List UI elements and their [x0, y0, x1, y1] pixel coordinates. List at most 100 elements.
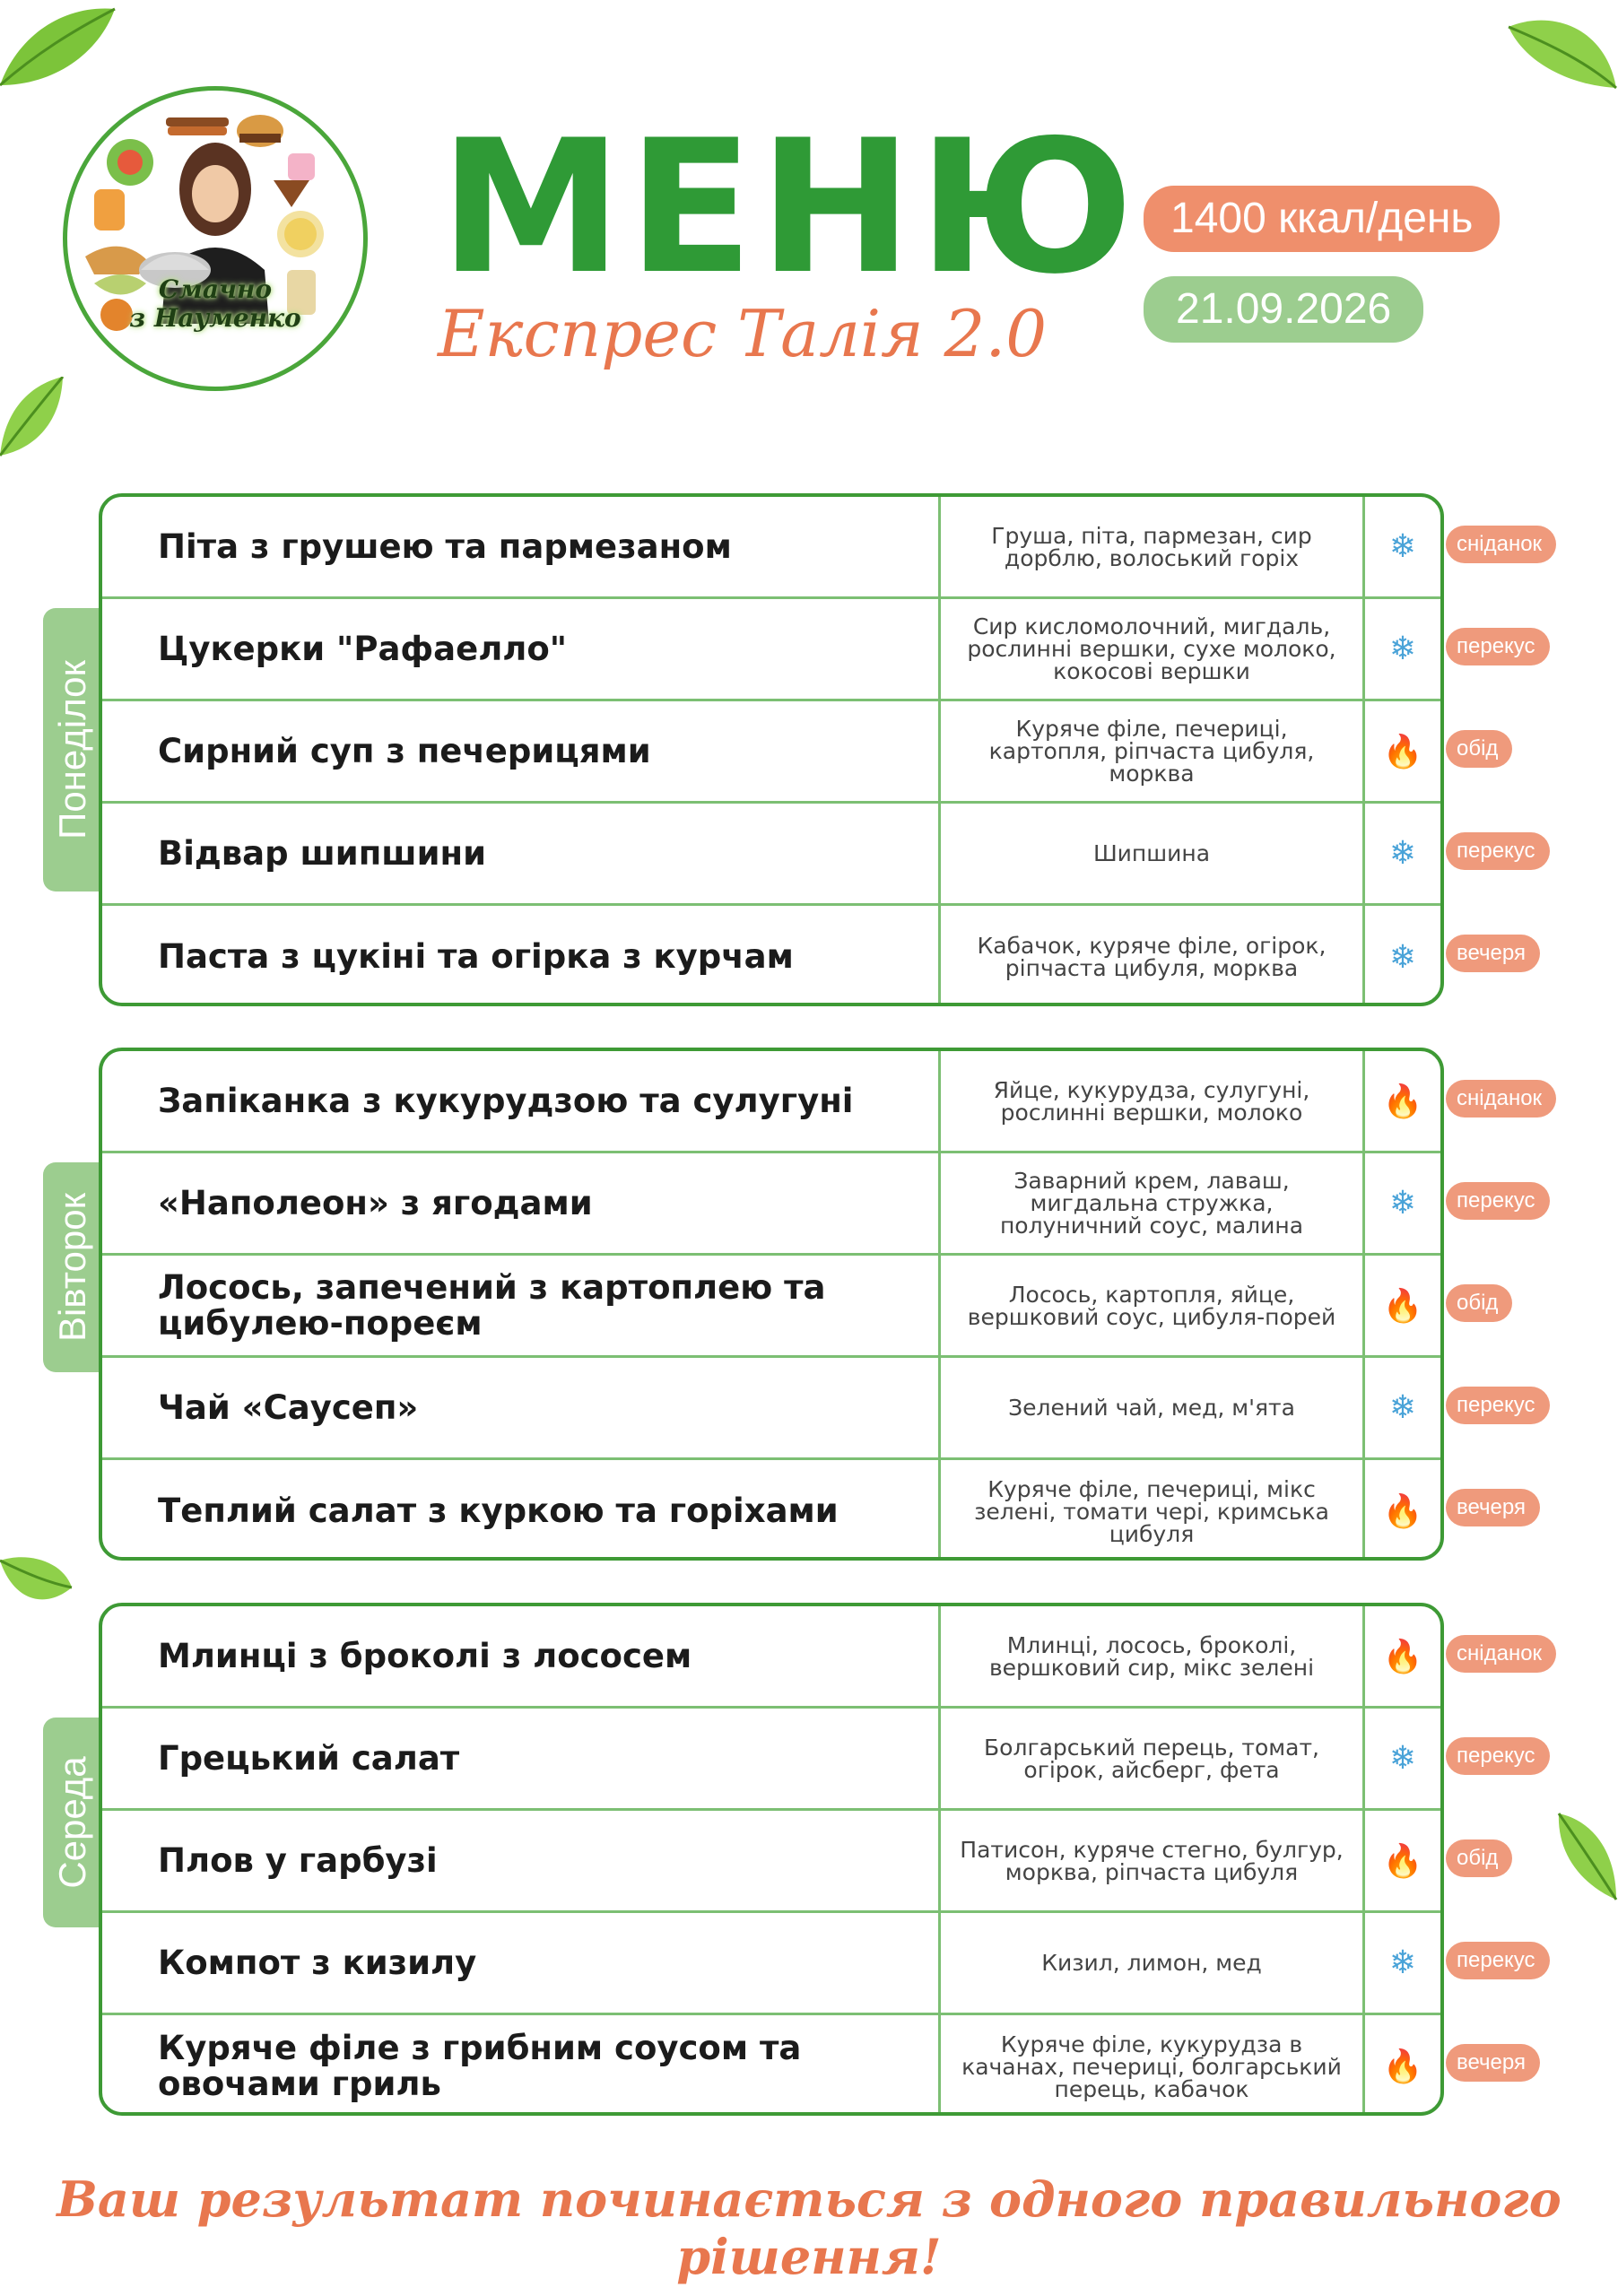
meal-badge: перекус: [1446, 1942, 1550, 1979]
menu-row: Цукерки "Рафаелло" Сир кисломолочний, миг…: [102, 599, 1440, 701]
fire-icon: 🔥: [1382, 1493, 1423, 1530]
page-subtitle: Експрес Талія 2.0: [438, 296, 1048, 371]
logo: Смачно з Науменко: [63, 86, 368, 391]
logo-illustration: [85, 115, 324, 331]
dish-name: Піта з грушею та пармезаном: [158, 526, 732, 566]
dish-name: Цукерки "Рафаелло": [158, 629, 568, 668]
meal-badge: обід: [1446, 730, 1513, 768]
menu-row: Лосось, запечений з картоплею та цибулею…: [102, 1256, 1440, 1358]
meal-badge: перекус: [1446, 832, 1550, 870]
snowflake-icon: ❄: [1388, 528, 1417, 565]
meal-badge: сніданок: [1446, 1080, 1557, 1118]
menu-row: Куряче філе з грибним соусом та овочами …: [102, 2015, 1440, 2112]
dish-name: Компот з кизилу: [158, 1943, 477, 1982]
menu-row: Чай «Саусеп»Зелений чай, мед, м'ята❄: [102, 1358, 1440, 1460]
logo-text: Смачно з Науменко: [67, 275, 363, 333]
dish-ingredients: Кабачок, куряче філе, огірок, ріпчаста ц…: [938, 906, 1365, 1003]
snowflake-icon: ❄: [1388, 835, 1417, 872]
menu-row: Піта з грушею та пармезаном Груша, піта, …: [102, 497, 1440, 599]
snowflake-icon: ❄: [1388, 938, 1417, 976]
fire-icon: 🔥: [1382, 1842, 1423, 1880]
dish-name: Відвар шипшини: [158, 833, 487, 873]
dish-ingredients: Заварний крем, лаваш, мигдальна стружка,…: [938, 1153, 1365, 1253]
dish-ingredients: Куряче філе, печериці, мікс зелені, тома…: [938, 1460, 1365, 1557]
meal-badge: перекус: [1446, 1737, 1550, 1775]
menu-row: Грецький салат Болгарський перець, томат,…: [102, 1709, 1440, 1811]
snowflake-icon: ❄: [1388, 1740, 1417, 1777]
logo-text-line2: з Науменко: [129, 303, 301, 333]
menu-row: Запіканка з кукурудзою та сулугуні Яйце, …: [102, 1051, 1440, 1153]
dish-ingredients: Куряче філе, печериці, картопля, ріпчаст…: [938, 701, 1365, 801]
dish-ingredients: Шипшина: [938, 804, 1365, 903]
meal-badge: перекус: [1446, 1182, 1550, 1220]
dish-name: Паста з цукіні та огірка з курчам: [158, 937, 794, 976]
dish-ingredients: Сир кисломолочний, мигдаль, рослинні вер…: [938, 599, 1365, 699]
page-title: МЕНЮ: [439, 101, 1140, 315]
snowflake-icon: ❄: [1388, 1185, 1417, 1222]
dish-name: Чай «Саусеп»: [158, 1387, 419, 1427]
menu-table: Піта з грушею та пармезаном Груша, піта, …: [99, 493, 1444, 1006]
dish-ingredients: Куряче філе, кукурудза в качанах, печери…: [938, 2015, 1365, 2112]
leaf-icon: [0, 7, 116, 87]
dish-name: Млинці з броколі з лососем: [158, 1636, 692, 1675]
date-badge: 21.09.2026: [1144, 276, 1424, 343]
menu-row: Млинці з броколі з лососем Млинці, лосось…: [102, 1606, 1440, 1709]
leaf-icon: [1508, 20, 1617, 90]
meal-badge: вечеря: [1446, 935, 1540, 972]
day-tab: Вівторок: [43, 1162, 102, 1372]
meal-badge: перекус: [1446, 1387, 1550, 1424]
dish-ingredients: Лосось, картопля, яйце, вершковий соус, …: [938, 1256, 1365, 1355]
footer-slogan: Ваш результат починається з одного прави…: [57, 2170, 1561, 2285]
meal-badge: сніданок: [1446, 1635, 1557, 1673]
menu-row: Паста з цукіні та огірка з курчам Кабачок…: [102, 906, 1440, 1003]
logo-text-line1: Смачно: [158, 274, 273, 304]
fire-icon: 🔥: [1382, 1083, 1423, 1120]
menu-row: Відвар шипшини Шипшина ❄: [102, 804, 1440, 906]
day-label: Середа: [51, 1756, 93, 1889]
dish-ingredients: Млинці, лосось, броколі, вершковий сир, …: [938, 1606, 1365, 1706]
day-label: Вівторок: [51, 1193, 93, 1342]
dish-ingredients: Яйце, кукурудза, сулугуні, рослинні верш…: [938, 1051, 1365, 1151]
leaf-icon: [1557, 1813, 1618, 1900]
dish-name: Куряче філе з грибним соусом та овочами …: [158, 2029, 802, 2103]
fire-icon: 🔥: [1382, 1287, 1423, 1325]
dish-name: Сирний суп з печерицями: [158, 731, 651, 770]
dish-ingredients: Груша, піта, пармезан, сир дорблю, волос…: [938, 497, 1365, 596]
day-block: Середа Млинці з броколі з лососем Млинці, …: [43, 1603, 1557, 2116]
fire-icon: 🔥: [1382, 2048, 1423, 2085]
menu-row: Теплий салат з куркою та горіхами Куряче …: [102, 1460, 1440, 1557]
dish-name: Грецький салат: [158, 1738, 460, 1778]
dish-ingredients: Кизил, лимон, мед: [938, 1913, 1365, 2013]
meal-badge: обід: [1446, 1839, 1513, 1877]
dish-name: Плов у гарбузі: [158, 1840, 438, 1880]
menu-row: «Наполеон» з ягодами Заварний крем, лаваш…: [102, 1153, 1440, 1256]
snowflake-icon: ❄: [1388, 1389, 1417, 1426]
fire-icon: 🔥: [1382, 1638, 1423, 1675]
day-block: Понеділок Піта з грушею та пармезаном Груш…: [43, 493, 1557, 1006]
meal-badge: вечеря: [1446, 2044, 1540, 2082]
kcal-badge: 1400 ккал/день: [1144, 186, 1501, 252]
day-tab: Понеділок: [43, 608, 102, 891]
day-tab: Середа: [43, 1718, 102, 1927]
menu-row: Компот з кизилу Кизил, лимон, мед ❄: [102, 1913, 1440, 2015]
leaf-icon: [0, 377, 65, 457]
meal-badge: перекус: [1446, 628, 1550, 665]
day-label: Понеділок: [51, 660, 93, 839]
dish-name: Запіканка з кукурудзою та сулугуні: [158, 1081, 854, 1120]
leaf-icon: [0, 1557, 73, 1600]
dish-name: Теплий салат з куркою та горіхами: [158, 1492, 839, 1530]
menu-table: Запіканка з кукурудзою та сулугуні Яйце, …: [99, 1048, 1444, 1561]
dish-name: «Наполеон» з ягодами: [158, 1183, 593, 1222]
meal-badge: сніданок: [1446, 526, 1557, 563]
dish-ingredients: Патисон, куряче стегно, булгур, морква, …: [938, 1811, 1365, 1910]
meal-badge: обід: [1446, 1284, 1513, 1322]
menu-row: Сирний суп з печерицями Куряче філе, пече…: [102, 701, 1440, 804]
dish-name: Лосось, запечений з картоплею та цибулею…: [158, 1267, 826, 1343]
snowflake-icon: ❄: [1388, 1944, 1417, 1981]
menu-row: Плов у гарбузі Патисон, куряче стегно, бу…: [102, 1811, 1440, 1913]
dish-ingredients: Болгарський перець, томат, огірок, айсбе…: [938, 1709, 1365, 1808]
snowflake-icon: ❄: [1388, 631, 1417, 667]
menu-table: Млинці з броколі з лососем Млинці, лосось…: [99, 1603, 1444, 2116]
meal-badge: вечеря: [1446, 1489, 1540, 1526]
